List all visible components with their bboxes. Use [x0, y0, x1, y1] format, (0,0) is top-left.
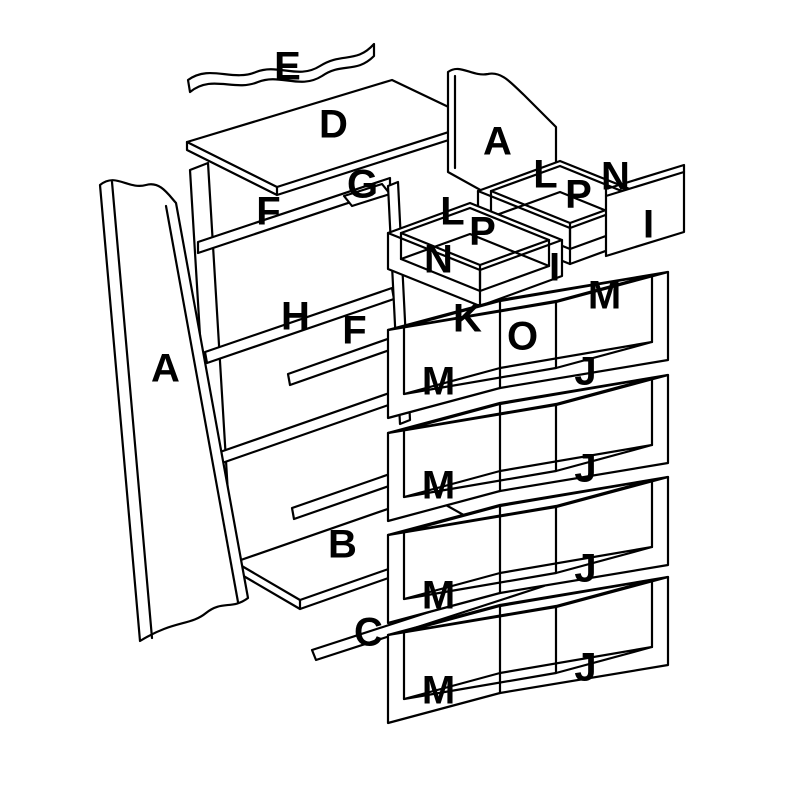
part-top-rail-e	[186, 42, 376, 94]
part-small-drawer-side-i	[604, 163, 686, 258]
part-small-drawer-box-1	[386, 201, 564, 308]
part-drawer-3	[386, 475, 670, 625]
part-drawer-4	[386, 575, 670, 725]
part-drawer-2	[386, 373, 670, 523]
part-side-panel-left-a	[98, 179, 250, 643]
carcass-rail-3	[218, 388, 402, 465]
part-drawer-1	[386, 270, 670, 420]
part-top-panel-d	[185, 78, 482, 197]
